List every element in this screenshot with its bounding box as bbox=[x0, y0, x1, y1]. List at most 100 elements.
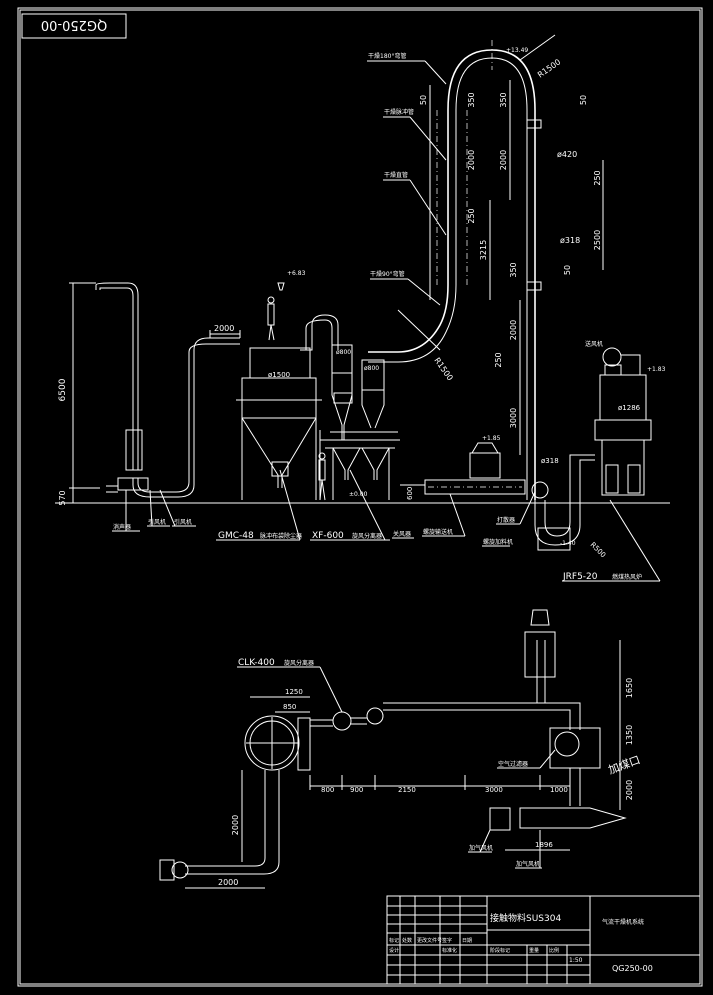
dim-2000b: 2000 bbox=[499, 150, 508, 170]
dim-600: 600 bbox=[406, 487, 414, 500]
label-screw: 螺旋输送机 bbox=[423, 528, 453, 536]
title-material: 接触物料SUS304 bbox=[490, 912, 561, 924]
label-feed-port: 加煤口 bbox=[607, 753, 642, 777]
tb-standard: 标准化 bbox=[442, 947, 457, 954]
label-supply-fan: 送风机 bbox=[585, 340, 603, 348]
dim-2000c: 2000 bbox=[509, 320, 518, 340]
label-mixer: 打散器 bbox=[497, 516, 515, 524]
dim-d318b: ø318 bbox=[541, 457, 559, 465]
elev-140: -1.40 bbox=[560, 540, 576, 547]
tb-count: 处数 bbox=[402, 937, 412, 944]
dim-6500: 6500 bbox=[58, 378, 68, 401]
dim-2000-top: 2000 bbox=[214, 324, 234, 333]
elev-000: ±0.00 bbox=[349, 491, 368, 498]
label-fan-left: 引风机 bbox=[148, 518, 166, 526]
title-block: 接触物料SUS304 气流干燥机系统 QG250-00 1:50 标记 处数 更… bbox=[386, 895, 701, 985]
label-jrf-desc: 燃煤热风炉 bbox=[612, 573, 642, 581]
dim-2000-plan-v: 2000 bbox=[625, 780, 634, 800]
dim-2000-plan-left: 2000 bbox=[231, 815, 240, 835]
dim-350c: 350 bbox=[509, 262, 518, 277]
dim-250a: 250 bbox=[467, 208, 476, 223]
label-xf-desc: 旋风分离器 bbox=[352, 532, 382, 540]
dim-2500: 2500 bbox=[593, 230, 602, 250]
gmc-bag-filter: 2000 ø1500 +6.83 bbox=[209, 270, 322, 500]
label-elbow-90: 干燥90°弯管 bbox=[370, 270, 405, 278]
dim-900: 900 bbox=[350, 786, 363, 794]
dim-2150: 2150 bbox=[398, 786, 416, 794]
dim-1896: 1896 bbox=[535, 841, 553, 849]
label-elbow-180: 干燥180°弯管 bbox=[368, 52, 406, 60]
dim-570: 570 bbox=[58, 490, 67, 505]
dim-3000: 3000 bbox=[509, 408, 518, 428]
dim-2000-plan-bottom: 2000 bbox=[218, 878, 238, 887]
label-clk: CLK-400 bbox=[238, 658, 275, 668]
dim-1250: 1250 bbox=[285, 688, 303, 696]
elev-1349: +13.49 bbox=[506, 47, 528, 54]
feeder-area: +1.85 600 -1.40 R500 ø318 bbox=[400, 435, 607, 559]
inner-border bbox=[19, 9, 701, 985]
tb-design: 设计 bbox=[389, 947, 399, 954]
plan-view: CLK-400 旋风分离器 1250 850 800 900 2150 3000… bbox=[159, 609, 642, 889]
dim-3000-plan: 3000 bbox=[485, 786, 503, 794]
dim-d800b: ø800 bbox=[364, 365, 379, 372]
tb-ratio: 比例 bbox=[549, 947, 559, 954]
dim-d1286: ø1286 bbox=[618, 404, 641, 412]
dim-6500-group: 6500 570 bbox=[58, 282, 100, 506]
outer-border bbox=[17, 7, 703, 987]
label-xf: XF-600 bbox=[312, 531, 344, 541]
dim-850: 850 bbox=[283, 703, 296, 711]
dim-250c: 250 bbox=[494, 352, 503, 367]
title-code: QG250-00 bbox=[612, 964, 653, 973]
tb-date: 日期 bbox=[462, 938, 472, 944]
dim-1000: 1000 bbox=[550, 786, 568, 794]
dim-2000a: 2000 bbox=[467, 150, 476, 170]
dim-d1500: ø1500 bbox=[268, 371, 290, 379]
label-silencer: 消声器 bbox=[113, 523, 131, 531]
tb-mark: 标记 bbox=[389, 937, 399, 944]
tb-sign: 签字 bbox=[442, 937, 452, 944]
dim-d420: ø420 bbox=[557, 150, 577, 159]
dim-800: 800 bbox=[321, 786, 334, 794]
dim-250b: 250 bbox=[593, 170, 602, 185]
dim-r1500-bottom: R1500 bbox=[432, 356, 454, 382]
code-box bbox=[21, 13, 127, 39]
dim-50c: 50 bbox=[563, 265, 572, 275]
dim-50b: 50 bbox=[579, 95, 588, 105]
elev-183: +1.83 bbox=[647, 366, 666, 373]
jrf-furnace: ø1286 +1.83 送风机 bbox=[585, 340, 666, 496]
label-air-filter: 空气过滤器 bbox=[498, 760, 528, 768]
elevation-callouts: 干燥180°弯管 干燥脉冲管 干燥直管 干燥90°弯管 bbox=[367, 52, 447, 306]
label-jrf: JRF5-20 bbox=[562, 572, 598, 582]
riser-dims-left: 50 350 2000 250 3215 bbox=[419, 85, 491, 300]
dim-d318: ø318 bbox=[560, 236, 580, 245]
label-discharge: 关风器 bbox=[393, 530, 411, 538]
label-pulse-pipe: 干燥脉冲管 bbox=[384, 108, 414, 116]
dim-3215: 3215 bbox=[479, 240, 488, 260]
dim-50a: 50 bbox=[419, 95, 428, 105]
label-straight-pipe: 干燥直管 bbox=[384, 171, 408, 179]
dim-r500: R500 bbox=[589, 541, 608, 560]
tb-weight: 重量 bbox=[529, 947, 539, 954]
dim-d800a: ø800 bbox=[336, 349, 351, 356]
tb-change-doc: 更改文件号 bbox=[417, 937, 442, 944]
inlet-stack bbox=[95, 282, 240, 498]
label-clk-desc: 旋风分离器 bbox=[284, 659, 314, 667]
label-feeder: 螺旋加料机 bbox=[483, 538, 513, 546]
duct-to-cyclone bbox=[300, 314, 339, 351]
riser-pipe: +13.49 R1500 R1500 bbox=[368, 34, 562, 500]
dim-350a: 350 bbox=[467, 92, 476, 107]
bottom-callouts: 消声器 引风机 引风机 GMC-48 脉冲布袋除尘器 XF-600 旋风分离器 … bbox=[112, 469, 661, 582]
dim-r1500-top: R1500 bbox=[536, 57, 562, 79]
title-scale: 1:50 bbox=[569, 957, 583, 964]
dim-350b: 350 bbox=[499, 92, 508, 107]
elev-683: +6.83 bbox=[287, 270, 306, 277]
riser-dims-right: 350 2000 50 ø420 ø318 250 2500 350 50 20… bbox=[494, 80, 604, 455]
label-fan-left2: 引风机 bbox=[174, 518, 192, 526]
label-fan-a: 加气风机 bbox=[469, 844, 493, 852]
title-project: 气流干燥机系统 bbox=[602, 918, 644, 926]
label-gmc: GMC-48 bbox=[218, 531, 254, 541]
label-fan-b: 加气风机 bbox=[516, 860, 540, 868]
label-gmc-desc: 脉冲布袋除尘器 bbox=[260, 532, 302, 540]
elev-185: +1.85 bbox=[482, 435, 501, 442]
